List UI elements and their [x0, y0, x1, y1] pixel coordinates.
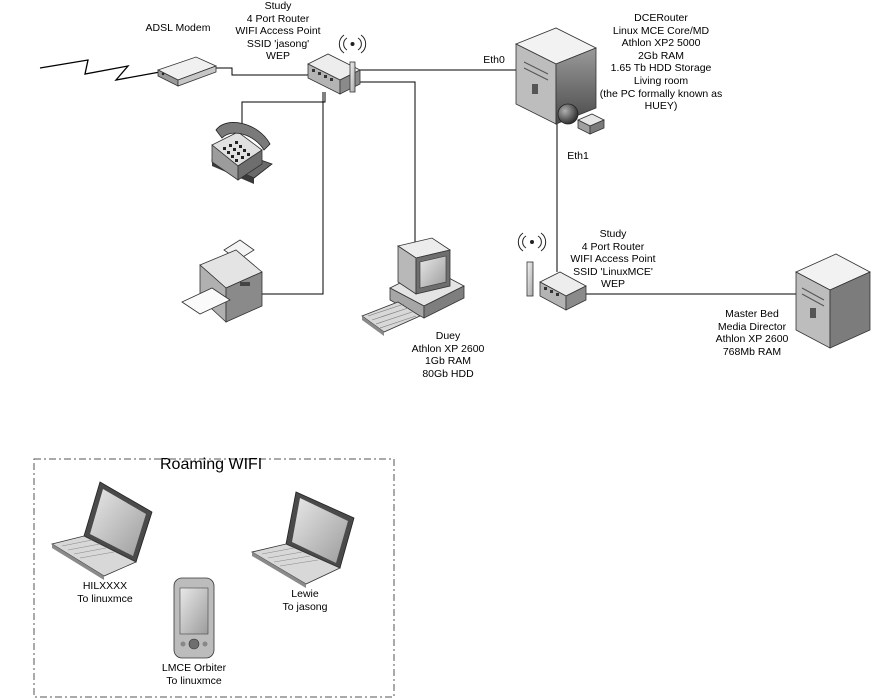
adsl-modem-label: ADSL Modem [145, 22, 211, 34]
laptop-icon [250, 491, 355, 588]
adsl-modem-icon [156, 56, 218, 87]
eth1-label: Eth1 [567, 150, 589, 162]
duey-label: Duey Athlon XP 2600 1Gb RAM 80Gb HDD [411, 330, 485, 380]
eth0-label: Eth0 [483, 54, 505, 66]
server-tower-icon [795, 253, 871, 349]
lewie-label: Lewie To jasong [282, 588, 328, 613]
wire-modem-router [210, 67, 308, 76]
printer-icon [181, 239, 263, 323]
wire-router-printer [262, 92, 324, 295]
router-icon [307, 34, 367, 95]
master-bed-label: Master Bed Media Director Athlon XP 2600… [715, 308, 789, 358]
study-router-label: Study 4 Port Router WIFI Access Point SS… [235, 0, 321, 63]
telephone-icon [211, 122, 273, 184]
study-router-2-label: Study 4 Port Router WIFI Access Point SS… [570, 228, 656, 291]
wire-router-duey [330, 81, 416, 250]
router-icon [517, 232, 587, 311]
pda-icon [173, 577, 215, 659]
wire-router-phone [241, 92, 326, 132]
dcerouter-label: DCERouter Linux MCE Core/MD Athlon XP2 5… [599, 12, 723, 113]
lmce-orbiter-label: LMCE Orbiter To linuxmce [161, 662, 227, 687]
laptop-icon [50, 481, 153, 580]
roaming-wifi-group [33, 458, 395, 698]
adsl-signal-icon [39, 59, 161, 81]
desktop-pc-icon [361, 237, 465, 336]
server-tower-icon [515, 27, 605, 135]
roaming-wifi-title: Roaming WIFI [160, 456, 263, 473]
hilxxxx-label: HILXXXX To linuxmce [77, 580, 133, 605]
